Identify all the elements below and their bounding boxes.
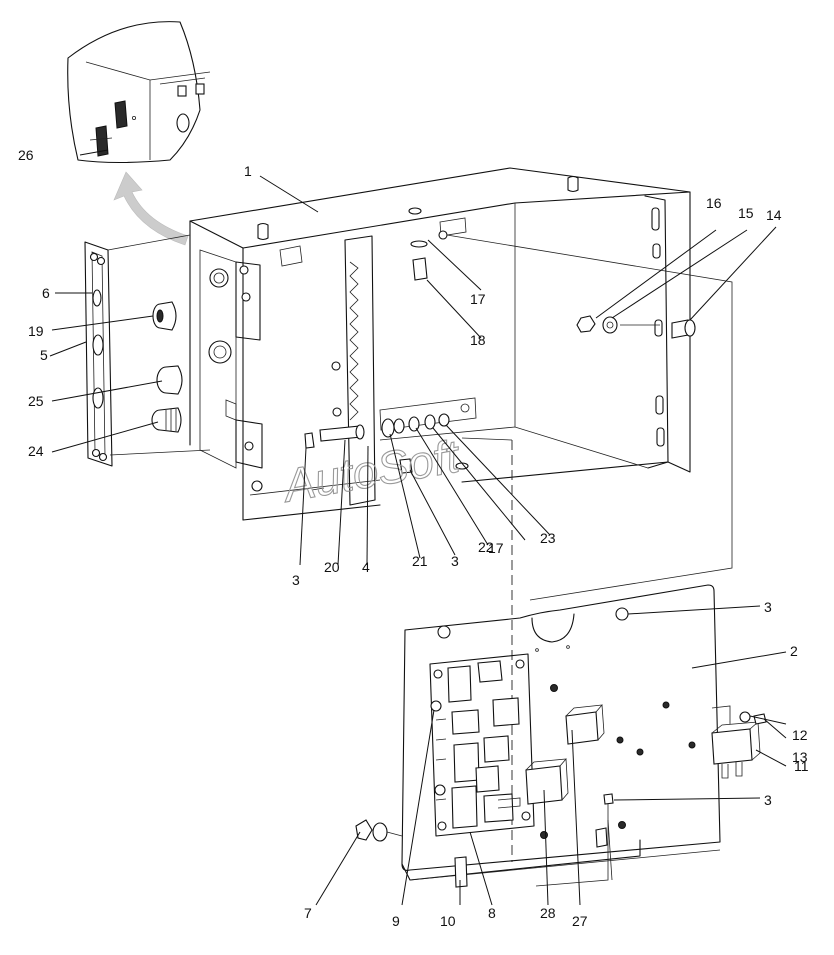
callout-9: 9 (392, 913, 400, 929)
callout-14: 14 (766, 207, 782, 223)
callout-3: 3 (292, 572, 300, 588)
callout-3: 3 (764, 599, 772, 615)
side-fasteners (576, 315, 696, 339)
callout-16: 16 (706, 195, 722, 211)
callout-28: 28 (540, 905, 556, 921)
callout-4: 4 (362, 559, 370, 575)
callout-3: 3 (451, 553, 459, 569)
callout-13: 13 (792, 749, 808, 765)
callout-5: 5 (40, 347, 48, 363)
callout-7: 7 (304, 905, 312, 921)
callout-18: 18 (470, 332, 486, 348)
callout-8: 8 (488, 905, 496, 921)
callout-21: 21 (412, 553, 428, 569)
leader-lines (49, 149, 787, 906)
callout-11: 11 (794, 758, 809, 774)
external-relay (711, 705, 767, 779)
callout-27: 27 (572, 913, 588, 929)
circuit-board (429, 653, 535, 837)
callout-19: 19 (28, 323, 44, 339)
callout-20: 20 (324, 559, 340, 575)
callout-24: 24 (28, 443, 44, 459)
callout-15: 15 (738, 205, 754, 221)
callout-26: 26 (18, 147, 34, 163)
grommets (151, 301, 183, 433)
relays (525, 704, 605, 805)
callout-1: 1 (244, 163, 252, 179)
callout-3: 3 (764, 792, 772, 808)
mounting-plate (401, 584, 721, 888)
enclosure-box (189, 167, 691, 521)
callout-22: 22 (478, 539, 494, 555)
side-cover-panel (84, 241, 113, 467)
callout-23: 23 (540, 530, 556, 546)
callout-labels: 1 2 3 3 3 3 4 5 6 7 8 9 10 11 12 13 14 1… (18, 147, 809, 929)
callout-25: 25 (28, 393, 44, 409)
callout-10: 10 (440, 913, 456, 929)
callout-17: 17 (488, 540, 504, 556)
detail-arrow (113, 171, 189, 246)
callout-6: 6 (42, 285, 50, 301)
callout-17: 17 (470, 291, 486, 307)
detail-inset (67, 21, 211, 164)
callout-2: 2 (790, 643, 798, 659)
callout-12: 12 (792, 727, 808, 743)
